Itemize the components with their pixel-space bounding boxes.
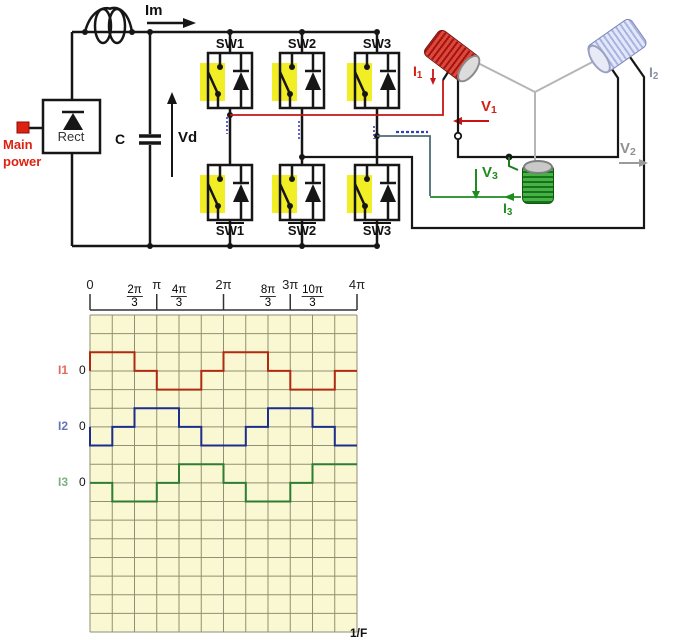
v3-label: V3	[482, 164, 498, 182]
im-arrow	[147, 18, 196, 28]
dc-link-capacitor	[139, 134, 161, 145]
i2-label: I2	[649, 64, 659, 82]
main-power-square	[16, 121, 30, 134]
v1-label: V1	[481, 98, 497, 116]
v2-arrow	[619, 159, 648, 167]
sw1-bottom-label: SW1	[215, 222, 245, 238]
i1-label: I1	[413, 63, 423, 81]
i1-arrow	[430, 69, 436, 85]
terminal-circle	[453, 131, 463, 141]
main-power-label-line2: power	[3, 154, 42, 169]
x-tick-label: π	[152, 277, 162, 292]
sw3-bottom-label: SW3	[362, 222, 392, 238]
x-tick-label: 3π	[282, 277, 299, 292]
coil-cap	[523, 160, 553, 174]
capacitor-label: C	[115, 131, 126, 147]
v3-arrow	[472, 169, 480, 199]
series-label-i1: I1	[58, 362, 69, 377]
v2-label: V2	[620, 140, 636, 158]
x-tick-label: 2π	[215, 277, 232, 292]
rect-label: Rect	[57, 129, 85, 144]
main-power-label-line1: Main	[3, 137, 33, 152]
x-axis-name: 1/F	[350, 626, 368, 641]
rect-diode-triangle	[63, 113, 83, 130]
series-i1-waveform	[89, 351, 357, 391]
im-label: Im	[145, 2, 163, 19]
x-tick-label: 4π	[348, 277, 366, 292]
sw1-top-label: SW1	[215, 36, 245, 51]
x-tick-label: 0	[86, 277, 94, 292]
series-zero-label-i1: 0	[79, 362, 86, 377]
i3-arrowhead	[504, 193, 514, 201]
inverter-circuit-diagram	[16, 6, 648, 249]
phase1-wire	[230, 80, 444, 116]
vd-arrow	[167, 92, 177, 177]
artifact-marks	[226, 117, 428, 140]
green-coil-stub	[508, 157, 519, 171]
series-i2-waveform	[89, 407, 357, 447]
dc-bus-wires	[29, 30, 377, 248]
vd-label: Vd	[178, 129, 198, 146]
series-zero-label-i2: 0	[79, 418, 86, 433]
rectifier-block	[41, 98, 102, 155]
phase3-coil-green	[522, 160, 554, 204]
dc-link-inductor	[82, 6, 135, 45]
sw3-top-label: SW3	[362, 36, 392, 51]
junction-dots	[147, 29, 380, 249]
series-label-i2: I2	[58, 418, 69, 433]
phase3-feeder-wire	[377, 135, 431, 196]
i3-label: I3	[503, 200, 513, 218]
series-i3-waveform	[90, 463, 357, 503]
phase2-wire	[302, 56, 646, 230]
wye-neutral-lines	[469, 57, 601, 163]
series-label-i3: I3	[58, 474, 69, 489]
sw2-bottom-label: SW2	[287, 222, 317, 238]
sw2-top-label: SW2	[287, 36, 317, 51]
series-zero-label-i3: 0	[79, 474, 86, 489]
